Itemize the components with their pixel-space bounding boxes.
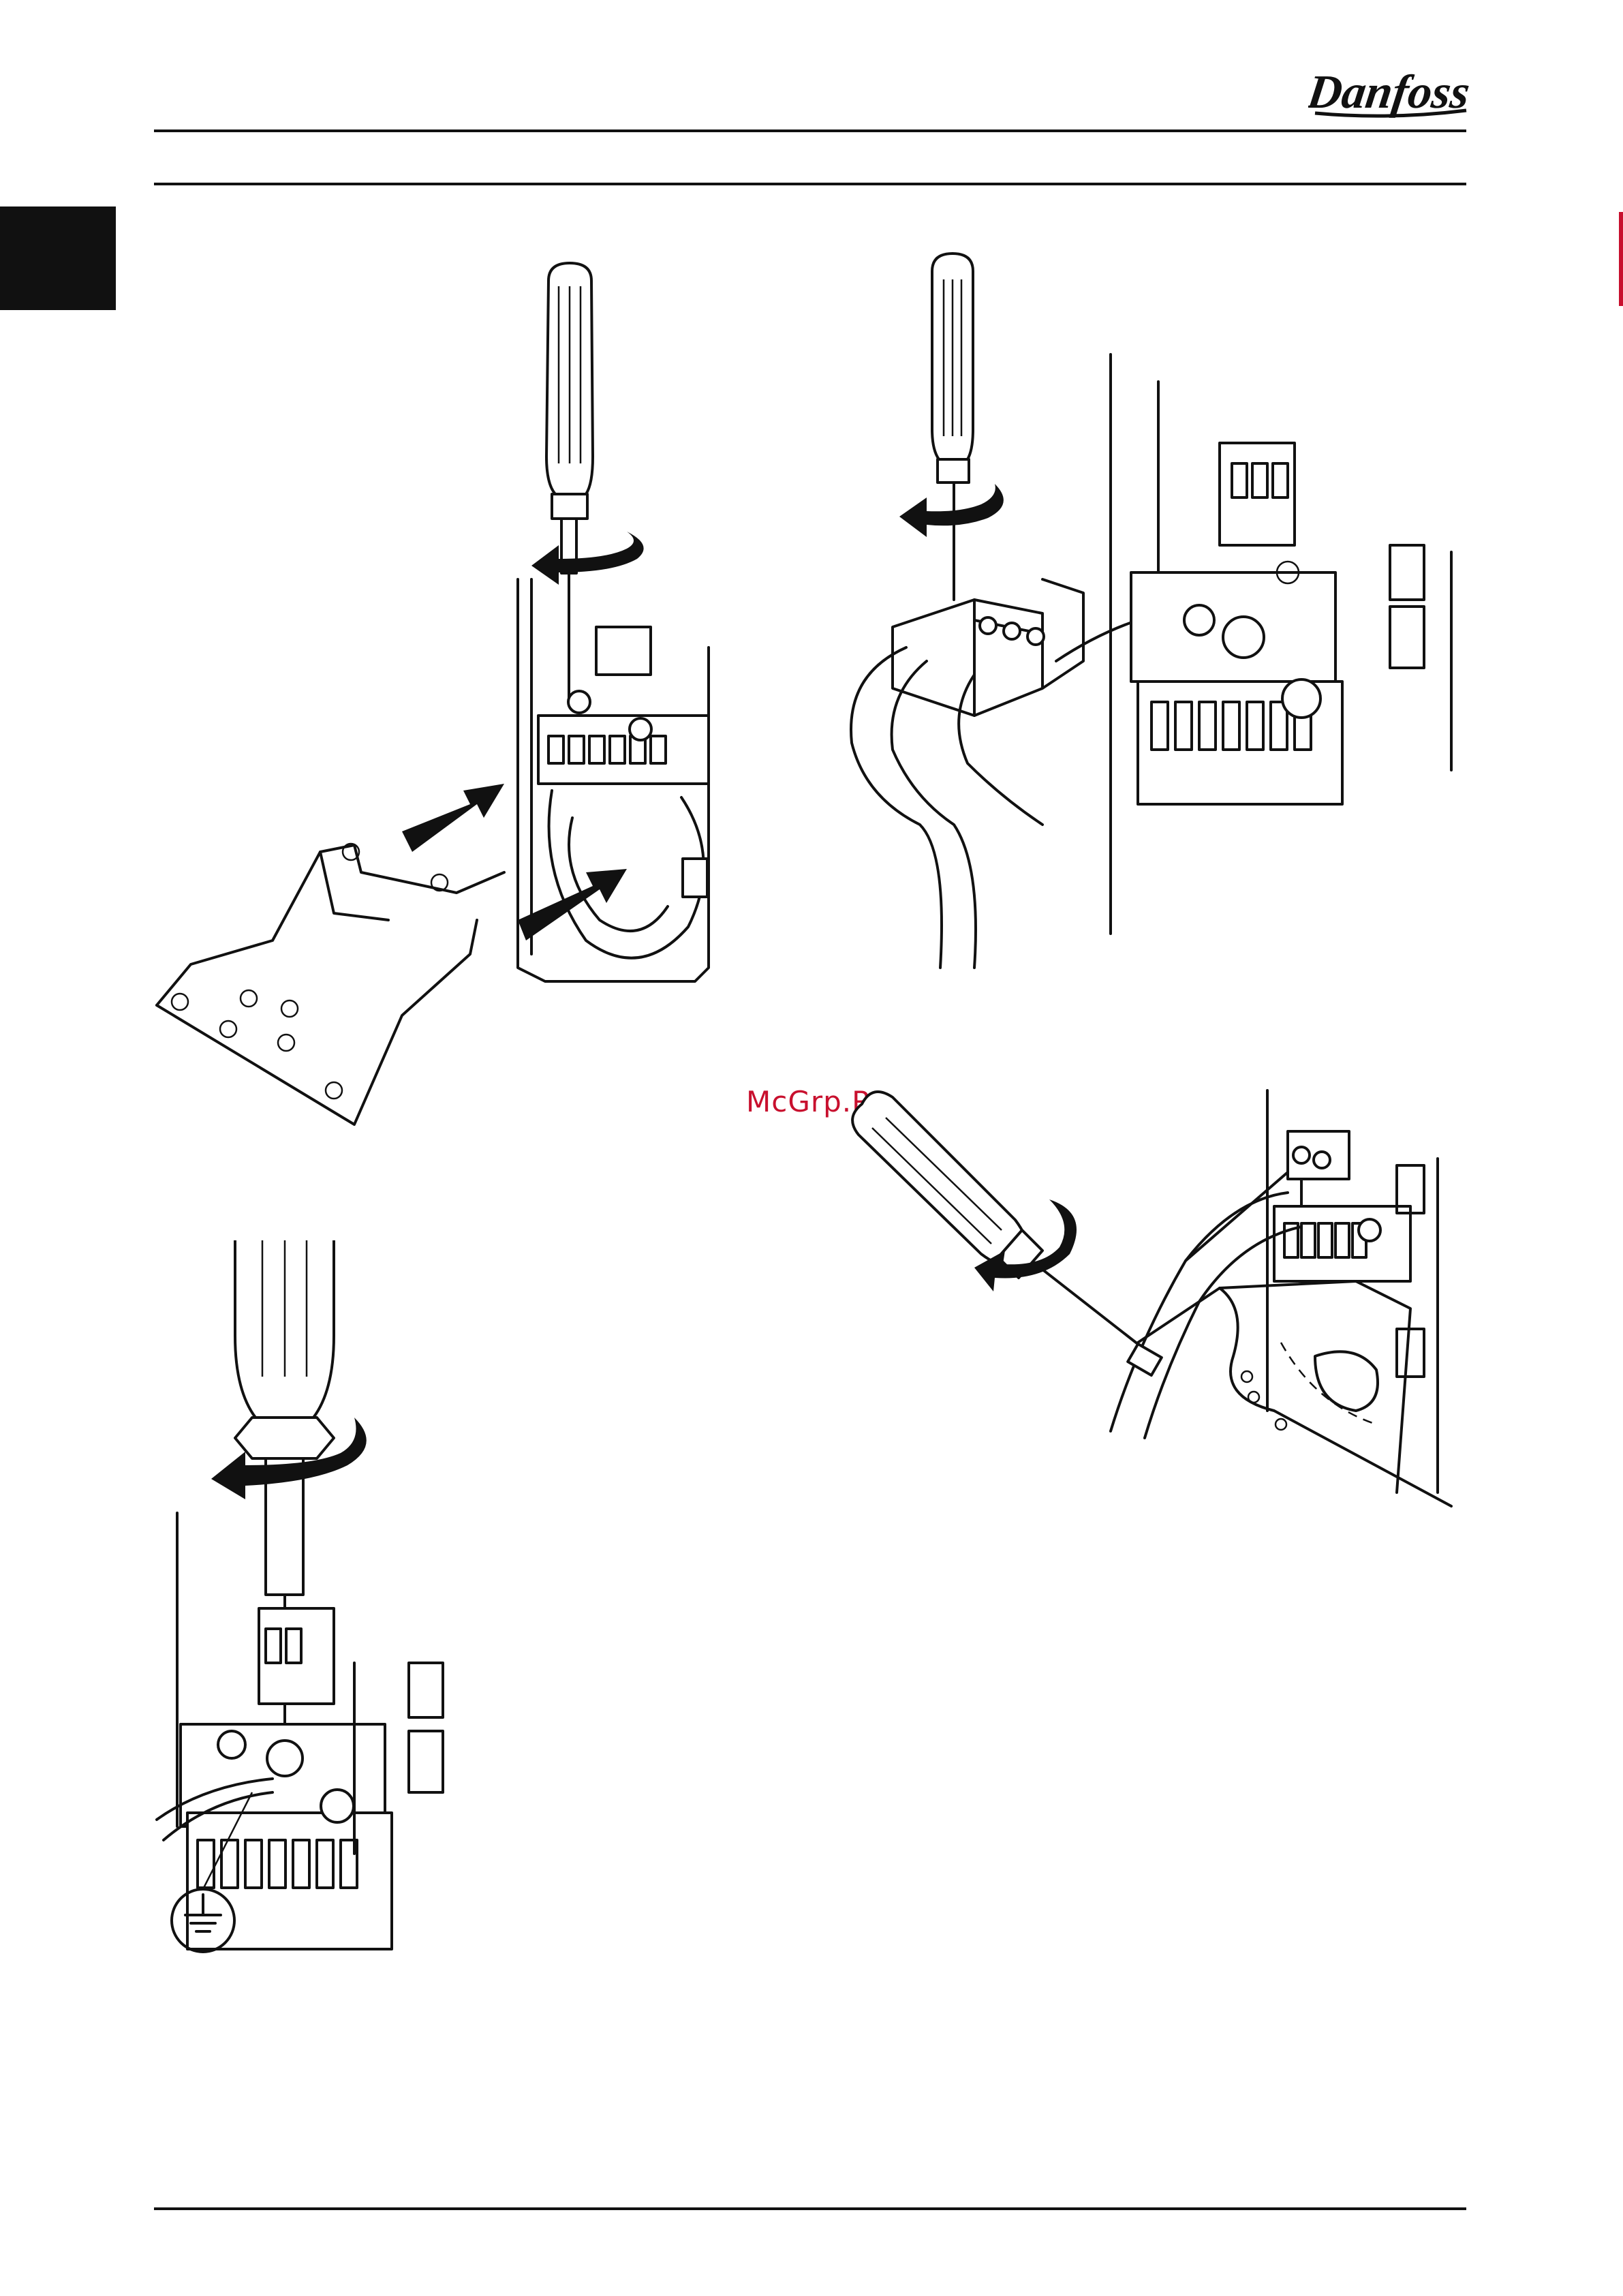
chapter-tab-marker — [0, 206, 116, 310]
drive-housing — [1111, 354, 1451, 934]
mounting-plate — [157, 844, 504, 1124]
header-rule-top — [154, 129, 1466, 132]
header-rule-bottom — [154, 183, 1466, 185]
footer-rule — [154, 2207, 1466, 2210]
figure-tighten-ground — [150, 1240, 531, 1963]
danfoss-logo: Danfoss — [1308, 60, 1472, 121]
figure-mount-plug — [150, 259, 784, 1145]
figure-clamp-cable — [838, 1084, 1485, 1540]
arrow-icon — [402, 784, 627, 940]
drive-housing — [1138, 1090, 1451, 1506]
brand-wordmark: Danfoss — [1308, 65, 1472, 119]
screwdriver-icon — [852, 1092, 1145, 1349]
edge-marker — [1619, 212, 1623, 306]
figure-connect-cable — [838, 252, 1485, 981]
screwdriver-icon — [899, 254, 1004, 600]
pluggable-terminal — [893, 579, 1083, 716]
